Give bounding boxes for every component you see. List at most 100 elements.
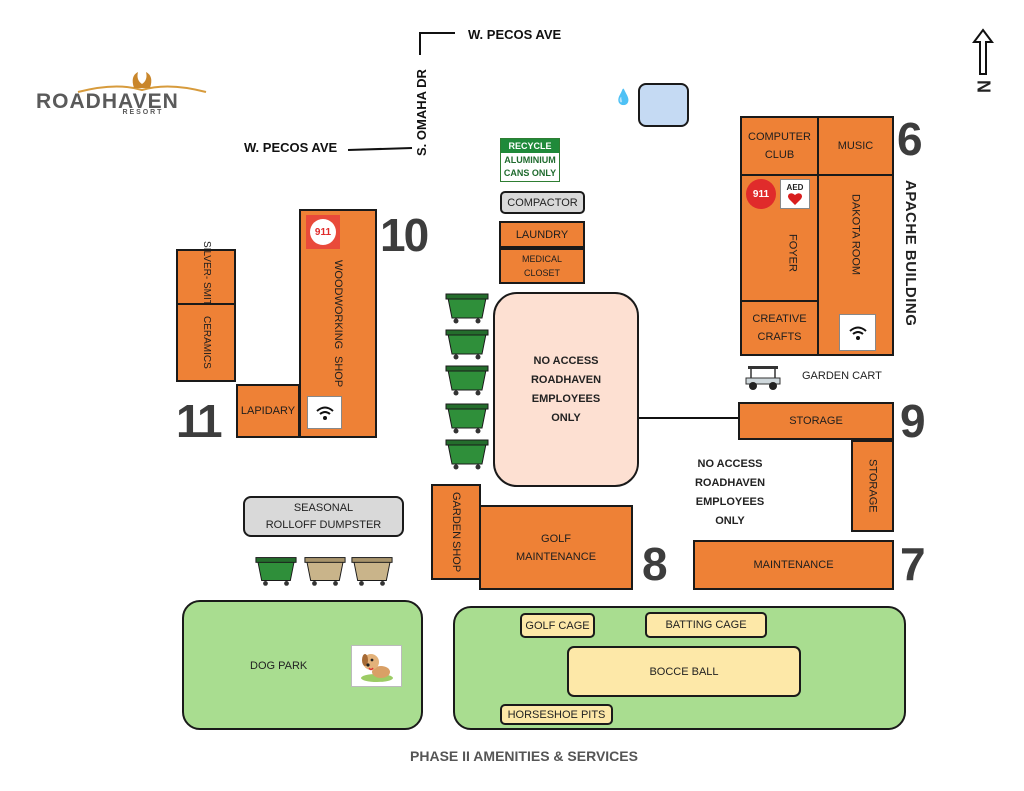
- lapidary: LAPIDARY: [236, 384, 300, 438]
- garden-shop-line1: GARDEN: [450, 491, 462, 539]
- seasonal-line1: SEASONAL: [293, 501, 354, 514]
- dog-icon: [360, 654, 393, 682]
- no-access-area-right: NO ACCESS ROADHAVEN EMPLOYEES ONLY: [680, 455, 780, 531]
- no-access-right-line: ONLY: [715, 515, 745, 527]
- computer-club-line1: COMPUTER: [748, 131, 811, 143]
- dumpster-icon: [445, 365, 489, 396]
- garden-shop-line2: SHOP: [450, 540, 462, 573]
- storage-horizontal: STORAGE: [738, 402, 894, 440]
- medical-closet-line1: MEDICAL: [521, 254, 562, 264]
- garden-shop: GARDEN SHOP: [431, 484, 481, 580]
- music-room: MUSIC: [817, 116, 894, 176]
- golf-maintenance-line2: MAINTENANCE: [515, 550, 597, 563]
- compactor: COMPACTOR: [500, 191, 585, 214]
- building-number-11: 11: [176, 395, 223, 447]
- golf-maintenance-line1: GOLF: [541, 532, 571, 545]
- map-title: PHASE II AMENITIES & SERVICES: [410, 748, 638, 764]
- dumpster-tan-icon: [304, 557, 346, 586]
- no-access-center-line: EMPLOYEES: [531, 392, 601, 405]
- recycle-sign-top: RECYCLE: [501, 139, 559, 153]
- ceramics-label: CERAMICS: [201, 316, 212, 369]
- building-number-10: 10: [380, 209, 429, 261]
- recycle-sign-line1: ALUMINIUM: [504, 155, 556, 165]
- wifi-apache: [839, 314, 876, 351]
- emergency-911-woodworking: 911: [306, 215, 340, 249]
- street-omaha: S. OMAHA DR: [414, 69, 429, 156]
- woodworking-label: WOODWORKING SHOP: [329, 260, 347, 386]
- garden-shop-label: GARDEN SHOP: [447, 492, 465, 572]
- wifi-icon: [848, 326, 867, 340]
- street-pecos-top: W. PECOS AVE: [468, 27, 562, 42]
- emergency-911-apache: 911: [746, 179, 776, 209]
- wifi-icon: [315, 406, 334, 420]
- seasonal-line2: ROLLOFF DUMPSTER: [265, 518, 382, 531]
- recycle-sign-line2: CANS ONLY: [503, 168, 557, 178]
- storage-vertical-label: STORAGE: [866, 459, 879, 513]
- no-access-center-line: ONLY: [551, 411, 581, 424]
- no-access-right-line: NO ACCESS: [697, 458, 763, 470]
- maintenance: MAINTENANCE: [693, 540, 894, 590]
- dumpster-icon: [255, 557, 297, 586]
- golf-cage: GOLF CAGE: [520, 613, 595, 638]
- north-arrow-icon: [972, 28, 994, 75]
- batting-cage: BATTING CAGE: [645, 612, 767, 638]
- logo-name: ROADHAVEN: [36, 90, 179, 113]
- dumpster-column: [444, 290, 490, 470]
- street-pecos-left: W. PECOS AVE: [244, 140, 338, 155]
- dakota-room-label: DAKOTA ROOM: [849, 194, 862, 276]
- silversmith-label: SILVER- SMITH: [197, 241, 215, 312]
- medical-closet-line2: CLOSET: [523, 268, 560, 278]
- phone-911-icon: 911: [746, 179, 776, 209]
- no-access-right-line: ROADHAVEN: [694, 477, 766, 489]
- dumpster-icon: [445, 329, 489, 360]
- wifi-woodworking: [307, 396, 342, 429]
- no-access-center-line: NO ACCESS: [533, 354, 599, 367]
- woodworking-line2: SHOP: [332, 355, 344, 387]
- creative-crafts: CREATIVE CRAFTS: [740, 300, 819, 356]
- no-access-center-line: ROADHAVEN: [530, 373, 602, 386]
- dumpster-tan-icon: [351, 557, 393, 586]
- horseshoe-pits: HORSESHOE PITS: [500, 704, 613, 725]
- computer-club-line2: CLUB: [764, 149, 795, 161]
- north-label: N: [973, 80, 994, 93]
- dumpster-icon: [445, 293, 489, 324]
- golf-cart-icon: [745, 366, 781, 390]
- heart-icon: [788, 192, 802, 205]
- dog-park-label: DOG PARK: [250, 660, 308, 672]
- ceramics: CERAMICS: [176, 303, 236, 382]
- phone-911-icon: 911: [310, 219, 336, 245]
- aed-sign: AED: [780, 179, 810, 209]
- foyer-label: FOYER: [786, 234, 799, 272]
- laundry: LAUNDRY: [499, 221, 585, 248]
- woodworking-line1: WOODWORKING: [332, 260, 344, 350]
- seasonal-rolloff-dumpster: SEASONAL ROLLOFF DUMPSTER: [243, 496, 404, 537]
- apache-building-label: APACHE BUILDING: [902, 180, 919, 327]
- building-number-8: 8: [642, 538, 668, 590]
- storage-vertical: STORAGE: [851, 440, 894, 532]
- building-number-9: 9: [900, 395, 926, 447]
- dog-sign: [351, 645, 402, 687]
- golf-maintenance: GOLF MAINTENANCE: [479, 505, 633, 590]
- creative-crafts-line1: CREATIVE: [752, 313, 807, 325]
- roadhaven-logo: ROADHAVEN R E S O R T: [36, 70, 248, 118]
- garden-cart-label: GARDEN CART: [802, 370, 882, 382]
- logo-sub: R E S O R T: [122, 109, 162, 116]
- dumpster-icon: [445, 403, 489, 434]
- computer-club: COMPUTER CLUB: [740, 116, 819, 176]
- recycle-sign: RECYCLE ALUMINIUM CANS ONLY: [500, 138, 560, 182]
- silversmith-line1: SILVER-: [201, 241, 212, 280]
- pool: [638, 83, 689, 127]
- no-access-right-line: EMPLOYEES: [695, 496, 765, 508]
- phoenix-icon: [77, 72, 207, 93]
- no-access-area-center: NO ACCESS ROADHAVEN EMPLOYEES ONLY: [493, 292, 639, 487]
- silversmith: SILVER- SMITH: [176, 241, 236, 313]
- dumpster-icon: [445, 439, 489, 470]
- building-number-6: 6: [897, 113, 923, 165]
- bocce-ball: BOCCE BALL: [567, 646, 801, 697]
- silversmith-line2: SMITH: [201, 281, 212, 313]
- creative-crafts-line2: CRAFTS: [757, 331, 802, 343]
- medical-closet: MEDICAL CLOSET: [499, 248, 585, 284]
- aed-label: AED: [786, 182, 804, 192]
- building-number-7: 7: [900, 538, 926, 590]
